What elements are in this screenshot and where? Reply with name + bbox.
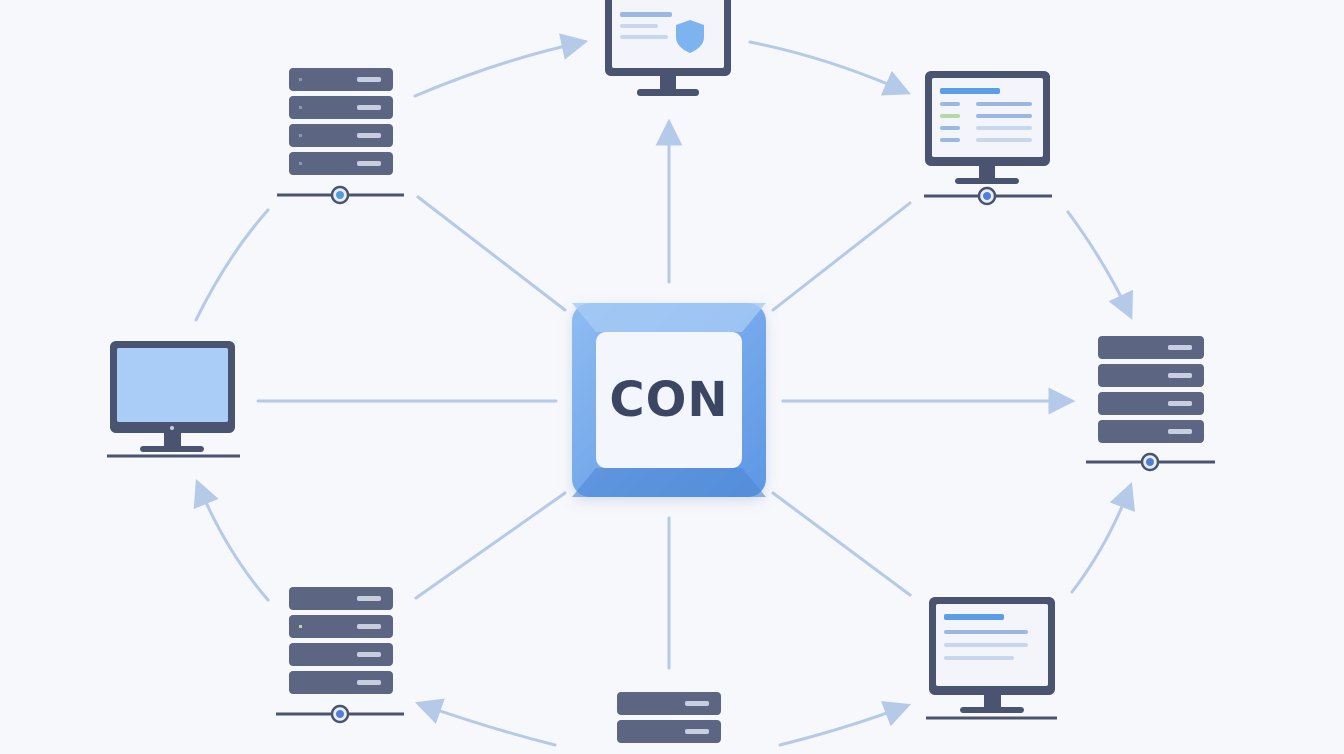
hub-block bbox=[572, 303, 766, 497]
server-bottom-left bbox=[276, 587, 404, 724]
monitor-top bbox=[605, 0, 731, 96]
monitor-bottom-right bbox=[926, 597, 1057, 720]
spoke-top-right bbox=[771, 201, 912, 312]
ring-bottom-to-bl bbox=[414, 698, 557, 747]
server-right bbox=[1086, 336, 1215, 472]
spoke-bottom-left bbox=[414, 491, 567, 600]
spoke-top-left bbox=[416, 195, 567, 312]
server-bottom bbox=[617, 692, 721, 743]
ring-bottom-to-br bbox=[778, 701, 912, 747]
monitor-left bbox=[107, 341, 240, 458]
shield-icon bbox=[676, 20, 704, 53]
server-top-left bbox=[277, 68, 404, 205]
spoke-bottom-right bbox=[771, 491, 912, 597]
monitor-top-right bbox=[924, 71, 1052, 206]
ring-br-to-right bbox=[1070, 481, 1135, 594]
ring-left-to-tl bbox=[194, 208, 270, 322]
ring-tr-to-right bbox=[1066, 210, 1133, 320]
ring-bl-to-left bbox=[193, 479, 270, 602]
ring-connectors bbox=[193, 33, 1135, 747]
spoke-connectors bbox=[256, 118, 1076, 670]
ring-top-to-tr bbox=[748, 40, 911, 96]
ring-tl-to-top bbox=[413, 33, 589, 98]
hub-label: CON bbox=[609, 372, 729, 428]
